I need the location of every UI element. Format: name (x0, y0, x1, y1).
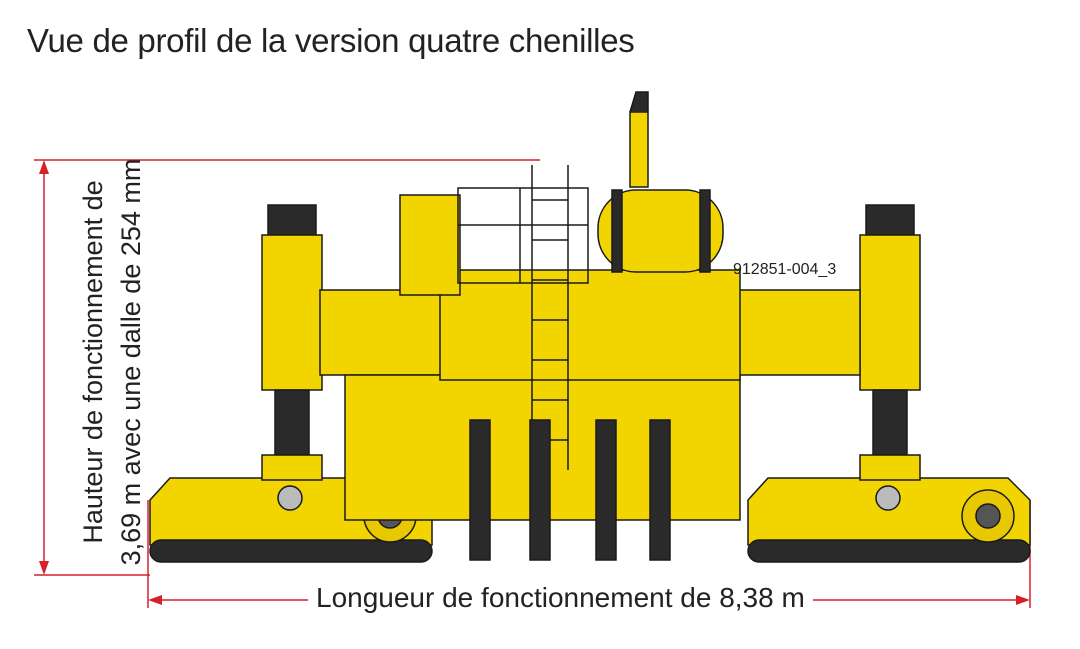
right-track (747, 477, 1031, 563)
paver-machine (149, 91, 1031, 563)
right-leg (859, 204, 921, 481)
height-dimension (34, 159, 540, 576)
left-leg (261, 204, 323, 481)
length-dimension-label: Longueur de fonctionnement de 8,38 m (308, 582, 813, 614)
part-number: 912851-004_3 (733, 261, 837, 278)
height-dimension-label: Hauteur de fonctionnement de 3,69 m avec… (78, 158, 146, 566)
diagram-title: Vue de profil de la version quatre cheni… (27, 22, 635, 59)
